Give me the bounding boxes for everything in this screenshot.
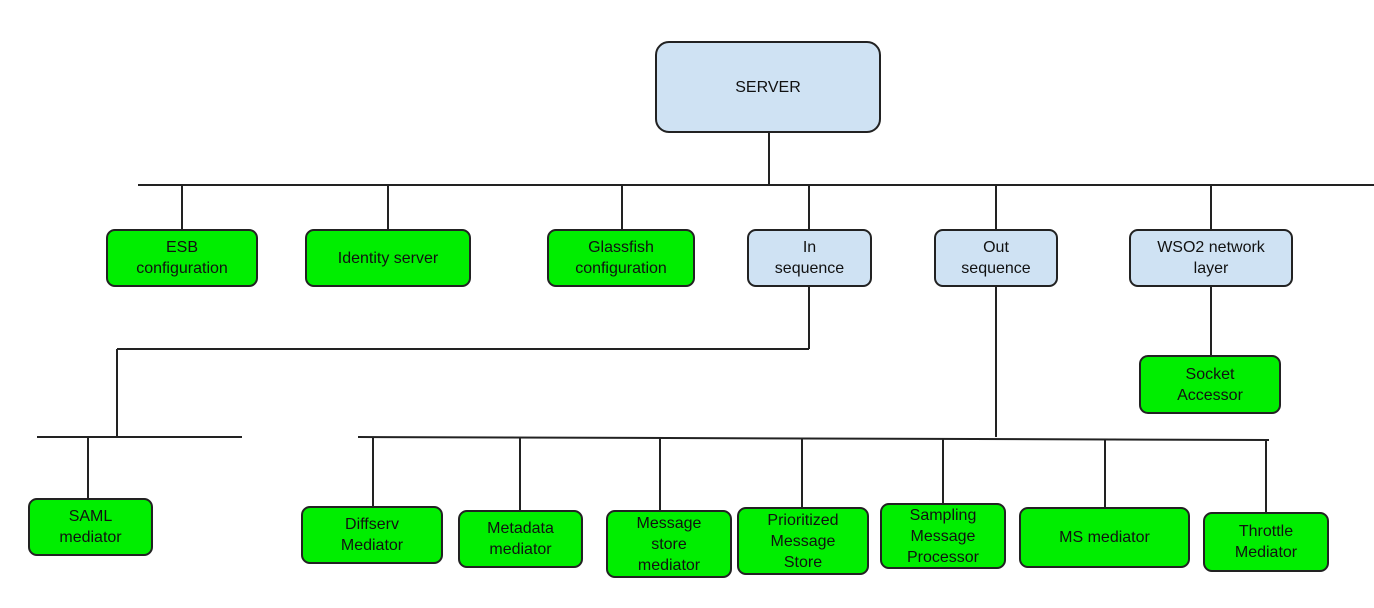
- ms-mediator-node: MS mediator: [1019, 507, 1190, 568]
- in-sequence-node: In sequence: [747, 229, 872, 287]
- glassfish-configuration-node: Glassfish configuration: [547, 229, 695, 287]
- sampling-message-processor-node: Sampling Message Processor: [880, 503, 1006, 569]
- server-node: SERVER: [655, 41, 881, 133]
- esb-configuration-node: ESB configuration: [106, 229, 258, 287]
- throttle-mediator-node: Throttle Mediator: [1203, 512, 1329, 572]
- out-sequence-node: Out sequence: [934, 229, 1058, 287]
- wso2-network-layer-node: WSO2 network layer: [1129, 229, 1293, 287]
- identity-server-node: Identity server: [305, 229, 471, 287]
- diffserv-mediator-node: Diffserv Mediator: [301, 506, 443, 564]
- socket-accessor-node: Socket Accessor: [1139, 355, 1281, 414]
- metadata-mediator-node: Metadata mediator: [458, 510, 583, 568]
- prioritized-message-store-node: Prioritized Message Store: [737, 507, 869, 575]
- saml-mediator-node: SAML mediator: [28, 498, 153, 556]
- message-store-mediator-node: Message store mediator: [606, 510, 732, 578]
